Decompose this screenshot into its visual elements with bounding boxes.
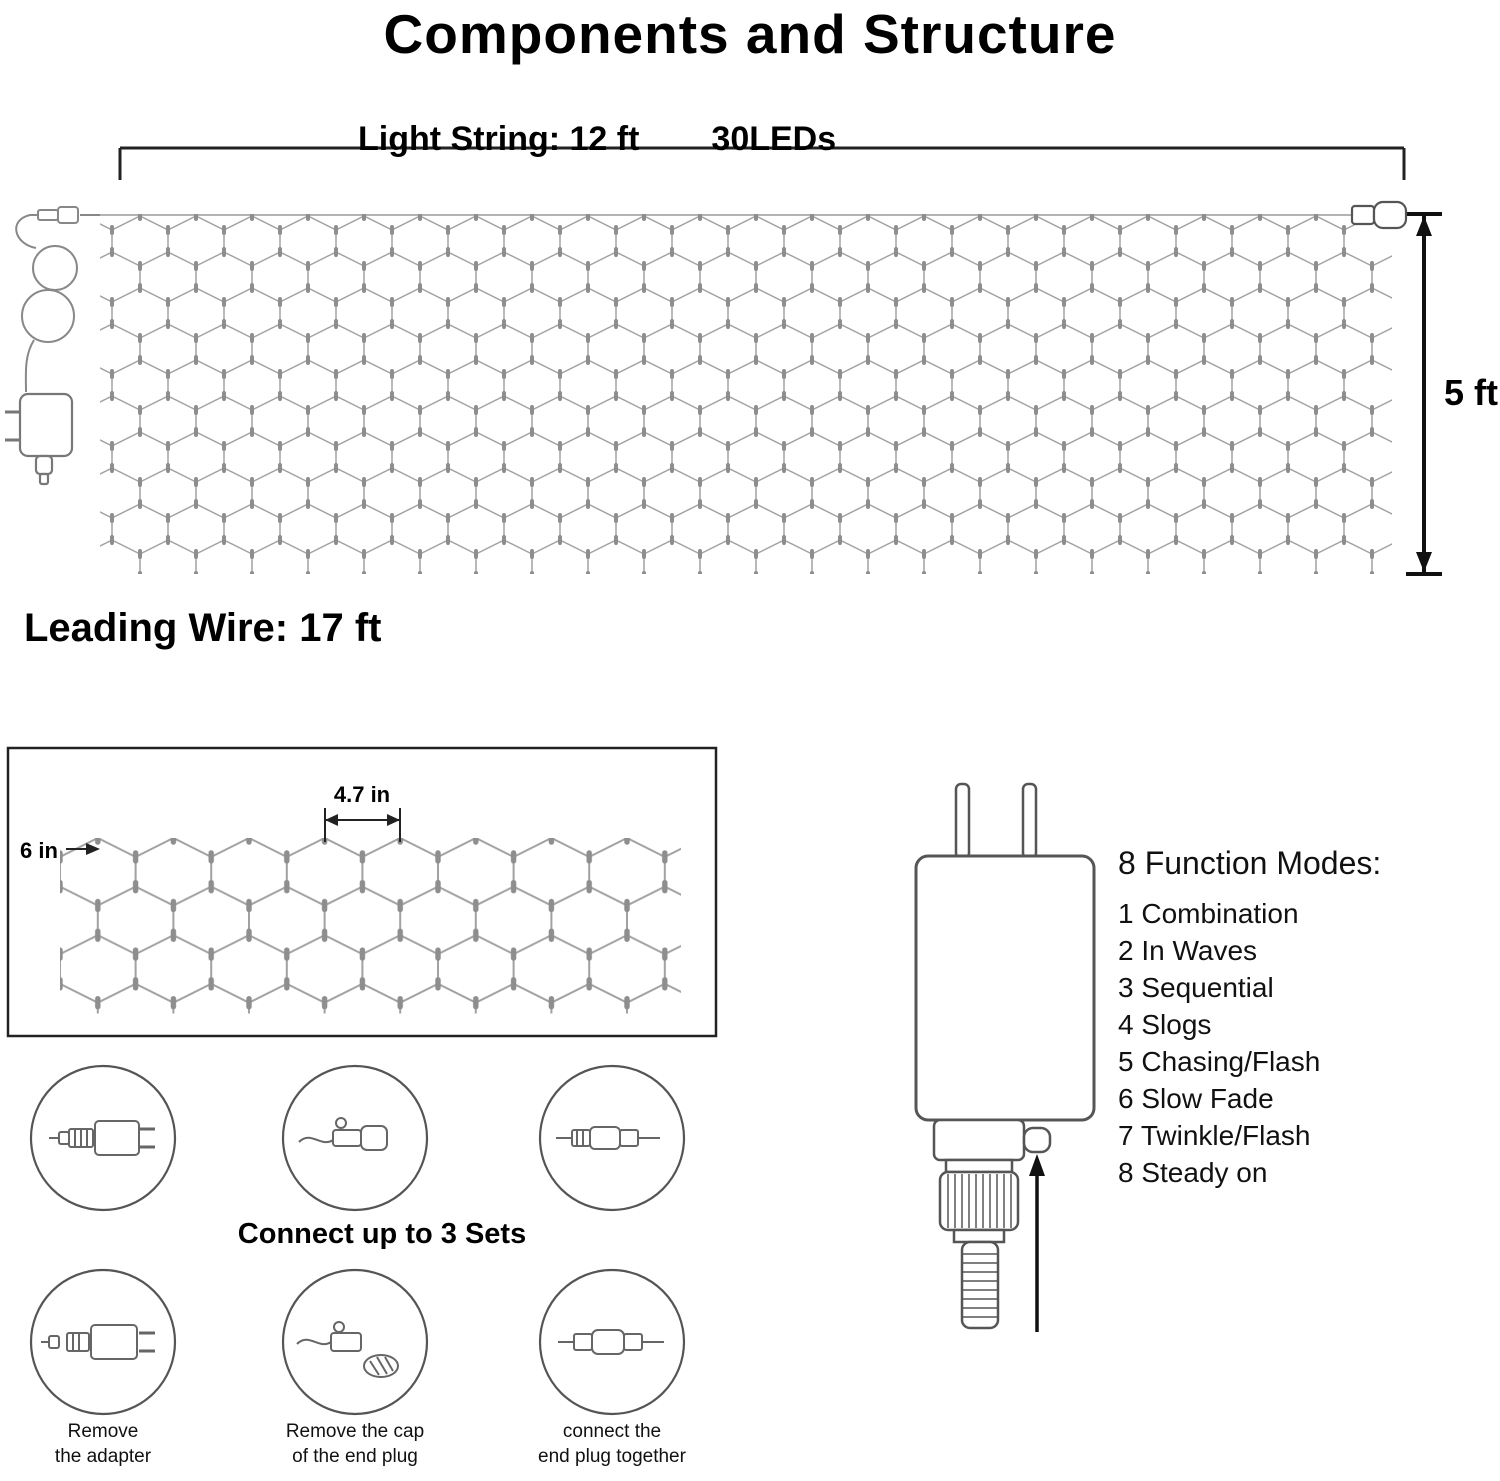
mode-item: 2 In Waves <box>1118 935 1258 966</box>
plugs-joined-drawing <box>556 1126 660 1150</box>
step-caption-remove-cap: Remove the cap of the end plug <box>245 1420 465 1469</box>
light-string-label: Light String: 12 ft 30LEDs <box>358 120 836 159</box>
cap-removed-drawing <box>296 1321 399 1378</box>
step-caption-remove-adapter: Remove the adapter <box>23 1420 183 1469</box>
step-caption-connect-plug: connect the end plug together <box>502 1420 722 1469</box>
caption-line: the adapter <box>54 1445 152 1467</box>
page-title: Components and Structure <box>383 3 1117 65</box>
connect-sets-label: Connect up to 3 Sets <box>237 1218 527 1250</box>
leading-wire-label: Leading Wire: 17 ft <box>24 606 382 650</box>
function-modes-title: 8 Function Modes: <box>1118 845 1382 881</box>
function-modes-list: 1 Combination 2 In Waves 3 Sequential 4 … <box>1118 895 1320 1191</box>
caption-line: end plug together <box>538 1445 686 1467</box>
caption-line: connect the <box>562 1421 662 1442</box>
cell-width-label: 4.7 in <box>333 782 391 807</box>
cell-width-dimension <box>324 808 401 842</box>
controller-adapter-drawing <box>914 782 1096 1330</box>
mode-item: 5 Chasing/Flash <box>1118 1046 1321 1077</box>
light-string-length: Light String: 12 ft <box>358 120 640 158</box>
net-height-label: 5 ft <box>1444 372 1498 413</box>
detail-box <box>6 746 718 1038</box>
caption-line: Remove <box>67 1421 139 1442</box>
mode-button <box>1022 1126 1052 1154</box>
detail-mesh <box>60 838 681 1014</box>
net-mesh <box>100 214 1392 574</box>
leading-wire-coil <box>15 206 100 393</box>
length-dimension-bracket <box>118 146 1406 180</box>
led-count: 30LEDs <box>711 120 837 158</box>
mode-button-arrow <box>1029 1154 1045 1332</box>
plug-with-cap-drawing <box>298 1117 388 1151</box>
power-adapter-left <box>5 392 74 486</box>
mode-item: 4 Slogs <box>1118 1009 1212 1040</box>
adapter-removed-drawing <box>41 1324 155 1360</box>
end-plug <box>1350 200 1408 230</box>
mode-item: 8 Steady on <box>1118 1157 1268 1188</box>
adapter-assembled-drawing <box>49 1120 155 1156</box>
mode-item: 1 Combination <box>1118 898 1299 929</box>
caption-line: of the end plug <box>292 1445 418 1467</box>
cell-height-dimension <box>66 843 100 855</box>
mode-item: 7 Twinkle/Flash <box>1118 1120 1311 1151</box>
height-dimension <box>1406 212 1442 576</box>
mode-item: 6 Slow Fade <box>1118 1083 1274 1114</box>
end-plugs-connected-drawing <box>558 1329 664 1355</box>
mode-item: 3 Sequential <box>1118 972 1274 1003</box>
caption-line: Remove the cap <box>285 1421 425 1442</box>
cell-height-label: 6 in <box>20 838 58 863</box>
